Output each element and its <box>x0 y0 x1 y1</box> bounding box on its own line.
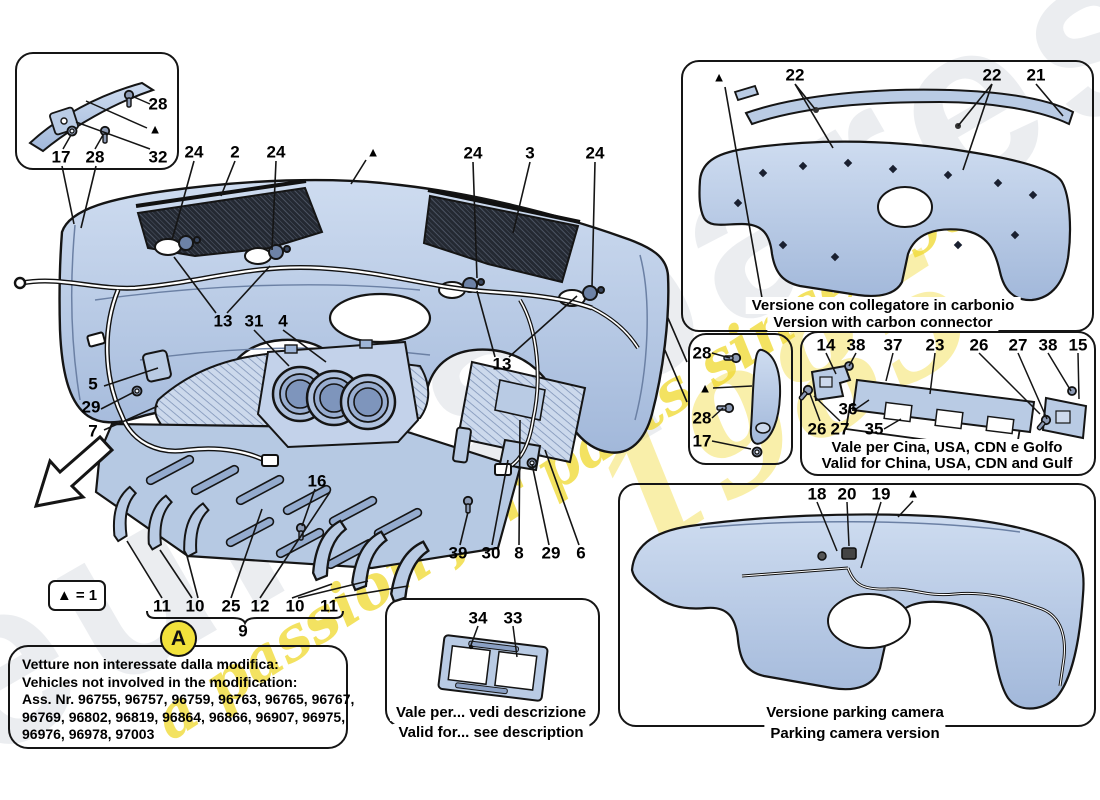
part-label-29-18: 29 <box>541 543 561 563</box>
front-direction-arrow <box>33 434 115 508</box>
part-label-30-16: 30 <box>481 543 501 563</box>
part-label-24-4: 24 <box>463 143 483 163</box>
diffuser-tray <box>94 422 522 570</box>
modification-info-box: Vetture non interessate dalla modifica: … <box>8 645 355 749</box>
rear-bumper-shell <box>58 178 670 454</box>
diffuser-fins <box>112 485 430 603</box>
part-label-24-2: 24 <box>266 142 286 162</box>
part-label-10-24: 10 <box>285 596 305 616</box>
mesh-grille-right <box>422 188 581 284</box>
fasteners-main <box>131 385 538 541</box>
info-line-assembly-1: Ass. Nr. 96755, 96757, 96759, 96763, 967… <box>22 691 355 708</box>
part-label-4-9: 4 <box>278 311 288 331</box>
part-label-2-1: 2 <box>230 142 240 162</box>
part-label-25-22: 25 <box>221 596 241 616</box>
part-label-triangle-3: ▲ <box>366 144 380 160</box>
center-aperture <box>328 292 432 344</box>
part-label-5-10: 5 <box>88 374 98 394</box>
caption-plate-it: Vale per... vedi descrizione <box>389 704 593 721</box>
caption-plate-en: Valid for... see description <box>392 724 590 741</box>
part-label-13-13: 13 <box>492 354 512 374</box>
caption-gulf-it: Vale per Cina, USA, CDN e Golfo <box>825 439 1069 456</box>
part-label-11-25: 11 <box>320 596 338 616</box>
part-label-31-8: 31 <box>244 311 264 331</box>
part-label-13-7: 13 <box>213 311 233 331</box>
callout-box-spoiler <box>15 52 179 170</box>
info-line-assembly-3: 96976, 96978, 97003 <box>22 726 155 743</box>
part-label-24-6: 24 <box>585 143 605 163</box>
part-label-10-21: 10 <box>185 596 205 616</box>
part-label-24-0: 24 <box>184 142 204 162</box>
caption-gulf-en: Valid for China, USA, CDN and Gulf <box>815 455 1079 472</box>
part-label-9-26: 9 <box>238 621 248 641</box>
heat-shield-right <box>452 360 587 472</box>
wiring-harness <box>13 264 640 476</box>
heat-shield-left <box>154 351 430 447</box>
info-line-en: Vehicles not involved in the modificatio… <box>22 673 298 690</box>
legend-text: ▲ = 1 <box>56 587 98 604</box>
part-label-12-23: 12 <box>250 596 270 616</box>
info-line-it: Vetture non interessate dalla modifica: <box>22 656 279 672</box>
mesh-grille-left <box>135 179 324 258</box>
part-label-16-14: 16 <box>307 471 327 491</box>
part-label-39-15: 39 <box>448 543 468 563</box>
part-label-6-19: 6 <box>576 543 586 563</box>
caption-carbon-en: Version with carbon connector <box>767 314 999 331</box>
callout-box-parking-camera <box>618 483 1096 727</box>
modification-badge-a: A <box>160 620 197 657</box>
caption-carbon-it: Versione con collegatore in carbonio <box>745 297 1021 314</box>
parking-sensors <box>154 235 605 307</box>
legend-box: ▲ = 1 <box>48 580 106 611</box>
part-label-8-17: 8 <box>514 543 524 563</box>
part-label-29-11: 29 <box>81 397 101 417</box>
callout-box-bracket <box>688 333 793 465</box>
lamp-bracket <box>142 349 172 383</box>
leader-lines-main <box>61 159 688 626</box>
caption-camera-it: Versione parking camera <box>760 704 950 721</box>
caption-camera-en: Parking camera version <box>764 725 946 742</box>
info-line-assembly-2: 96769, 96802, 96819, 96864, 96866, 96907… <box>22 708 346 725</box>
part-label-7-12: 7 <box>88 421 98 441</box>
part-label-3-5: 3 <box>525 143 535 163</box>
callout-box-gulf <box>800 331 1096 476</box>
exhaust-tailpipe-assembly <box>256 339 420 449</box>
part-label-11-20: 11 <box>153 596 171 616</box>
callout-box-carbon-connector <box>681 60 1094 332</box>
